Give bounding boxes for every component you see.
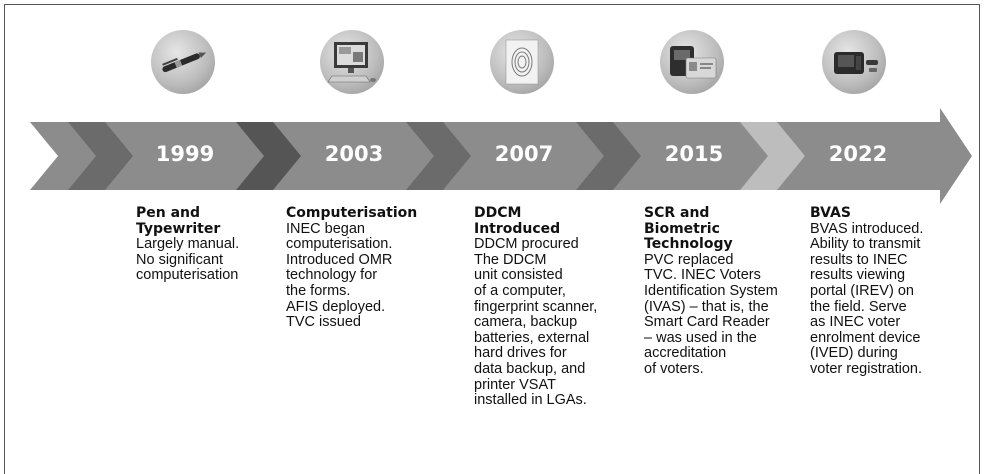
year-label-2007: 2007 xyxy=(494,142,554,166)
description-line: DDCM procured xyxy=(474,236,579,253)
milestone-title: Computerisation xyxy=(286,205,418,222)
milestone-title: SCR and Biometric Technology xyxy=(644,205,778,253)
description-line: results to INEC xyxy=(810,251,908,268)
title-line: Pen and xyxy=(136,205,201,221)
year-label-1999: 1999 xyxy=(155,142,215,166)
description-line: of voters. xyxy=(644,360,704,377)
computer-icon xyxy=(320,30,384,94)
title-line: BVAS xyxy=(810,205,851,221)
description-line: technology for xyxy=(286,267,378,284)
title-line: Computerisation xyxy=(286,205,418,221)
description-line: installed in LGAs. xyxy=(474,392,587,409)
title-line: Introduced xyxy=(474,220,561,237)
title-line: DDCM xyxy=(474,205,522,221)
description-line: Largely manual. xyxy=(136,236,240,253)
title-line: SCR and xyxy=(644,205,710,221)
year-label-2003: 2003 xyxy=(324,142,384,166)
description-line: INEC began xyxy=(286,220,365,237)
milestone-1999: Pen and Typewriter Largely manual. No si… xyxy=(136,205,239,284)
description-line: Introduced OMR xyxy=(286,251,393,268)
milestone-title: DDCM Introduced xyxy=(474,205,597,237)
description-line: camera, backup xyxy=(474,314,578,331)
description-line: BVAS introduced. xyxy=(810,220,924,237)
title-line: Biometric xyxy=(644,220,720,237)
description-line: TVC. INEC Voters xyxy=(644,267,761,284)
chevron-1999 xyxy=(68,122,133,190)
chevron-2007 xyxy=(406,122,471,190)
description-line: unit consisted xyxy=(474,267,563,284)
description-line: accreditation xyxy=(644,345,727,362)
description-line: the field. Serve xyxy=(810,298,907,315)
description-line: PVC replaced xyxy=(644,251,734,268)
chevron-2022 xyxy=(740,122,805,190)
milestone-description: DDCM procured The DDCM unit consisted of… xyxy=(474,237,597,409)
description-line: enrolment device xyxy=(810,329,921,346)
description-line: No significant xyxy=(136,251,224,268)
description-line: data backup, and xyxy=(474,360,586,377)
milestone-description: Largely manual. No significant computeri… xyxy=(136,237,239,284)
description-line: TVC issued xyxy=(286,314,361,331)
description-line: batteries, external xyxy=(474,329,590,346)
bvas-device-icon xyxy=(822,30,886,94)
description-line: The DDCM xyxy=(474,251,547,268)
title-line: Technology xyxy=(644,236,733,253)
description-line: (IVAS) – that is, the xyxy=(644,298,769,315)
fingerprint-icon xyxy=(490,30,554,94)
description-line: hard drives for xyxy=(474,345,567,362)
pen-icon xyxy=(151,30,215,94)
card-reader-icon xyxy=(660,30,724,94)
milestone-description: INEC began computerisation. Introduced O… xyxy=(286,220,417,331)
description-line: computerisation xyxy=(136,267,239,284)
year-label-2022: 2022 xyxy=(828,142,888,166)
milestone-title: Pen and Typewriter xyxy=(136,205,239,237)
description-line: Identification System xyxy=(644,282,778,299)
description-line: of a computer, xyxy=(474,282,566,299)
description-line: AFIS deployed. xyxy=(286,298,386,315)
description-line: the forms. xyxy=(286,282,351,299)
description-line: fingerprint scanner, xyxy=(474,298,598,315)
description-line: computerisation. xyxy=(286,236,393,253)
chevron-2015 xyxy=(576,122,641,190)
chevron-2003 xyxy=(236,122,301,190)
milestone-2007: DDCM Introduced DDCM procured The DDCM u… xyxy=(474,205,597,409)
description-line: as INEC voter xyxy=(810,314,901,331)
title-line: Typewriter xyxy=(136,220,221,237)
description-line: portal (IREV) on xyxy=(810,282,914,299)
year-label-2015: 2015 xyxy=(664,142,724,166)
milestone-2015: SCR and Biometric Technology PVC replace… xyxy=(644,205,778,378)
description-line: Smart Card Reader xyxy=(644,314,770,331)
timeline-frame xyxy=(4,4,980,474)
description-line: printer VSAT xyxy=(474,376,556,393)
description-line: Ability to transmit xyxy=(810,236,921,253)
description-line: voter registration. xyxy=(810,360,923,377)
description-line: – was used in the xyxy=(644,329,757,346)
description-line: (IVED) during xyxy=(810,345,898,362)
description-line: results viewing xyxy=(810,267,906,284)
milestone-2003: Computerisation INEC began computerisati… xyxy=(286,205,418,331)
milestone-2022: BVAS BVAS introduced. Ability to transmi… xyxy=(810,205,924,378)
milestone-description: PVC replaced TVC. INEC Voters Identifica… xyxy=(644,251,778,378)
milestone-title: BVAS xyxy=(810,205,923,222)
milestone-description: BVAS introduced. Ability to transmit res… xyxy=(810,220,924,378)
